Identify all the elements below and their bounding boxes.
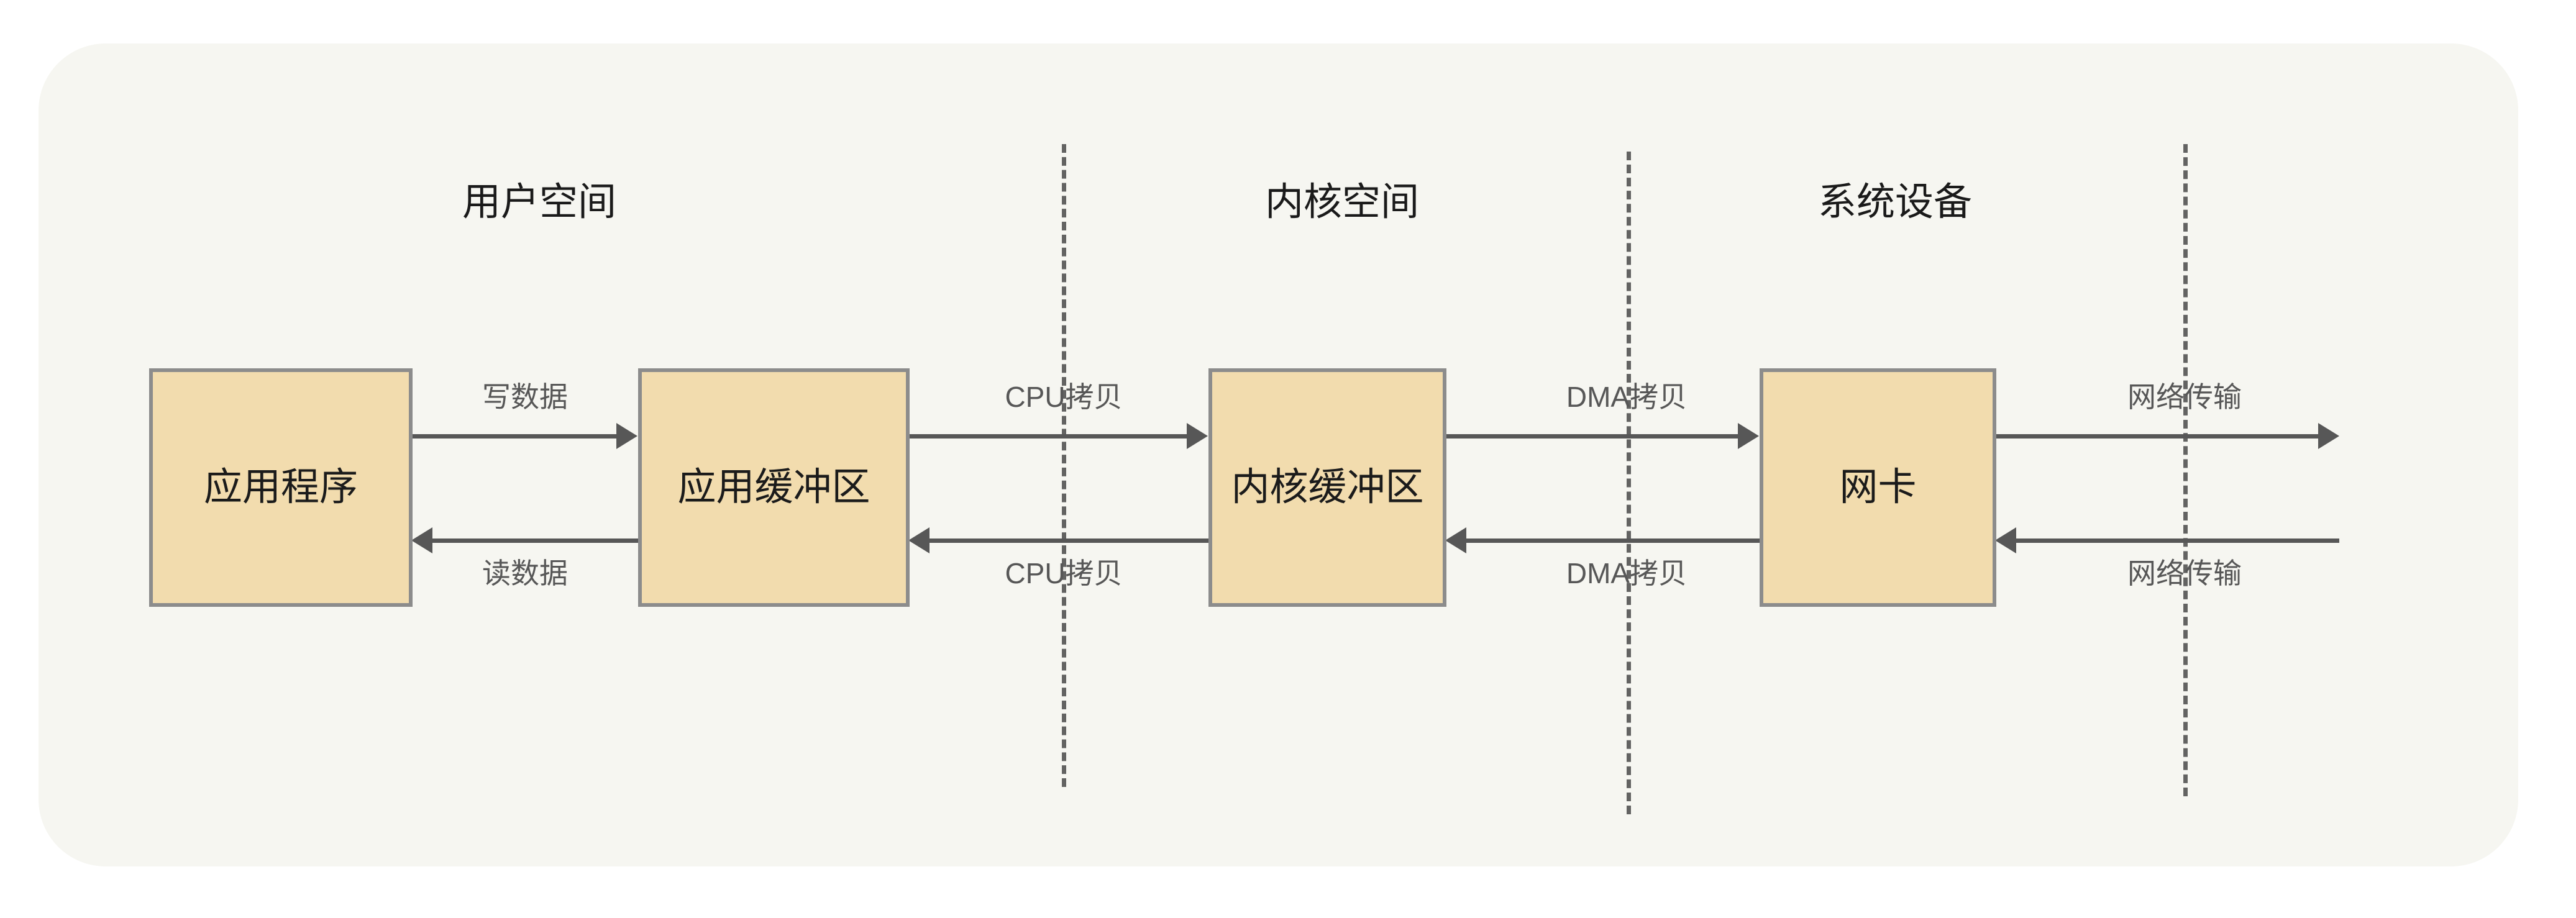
arrowhead-dma-copy-read — [1445, 527, 1466, 553]
arrowhead-read-data — [411, 527, 432, 553]
section-title-kernel-space: 内核空间 — [1264, 181, 1420, 224]
edge-dma-copy-write — [1445, 434, 1738, 439]
node-kernel-buffer[interactable]: 内核缓冲区 — [1208, 368, 1446, 607]
edge-label-network-send: 网络传输 — [2127, 381, 2242, 413]
edge-label-cpu-copy-read: CPU拷贝 — [1005, 557, 1123, 589]
edge-network-receive — [2016, 539, 2339, 543]
node-label-app-program: 应用程序 — [203, 466, 358, 509]
arrowhead-dma-copy-write — [1738, 423, 1759, 449]
edge-read-data — [432, 539, 638, 543]
divider-device-network — [2183, 144, 2188, 796]
edge-network-send — [1995, 434, 2318, 439]
arrowhead-network-send — [2318, 423, 2339, 449]
edge-label-dma-copy-read: DMA拷贝 — [1566, 557, 1688, 589]
edge-label-cpu-copy-write: CPU拷贝 — [1005, 381, 1123, 413]
divider-kernel-device — [1627, 152, 1631, 814]
edge-write-data — [411, 434, 616, 439]
edge-label-network-receive: 网络传输 — [2127, 557, 2242, 589]
node-app-buffer[interactable]: 应用缓冲区 — [638, 368, 910, 607]
node-app-program[interactable]: 应用程序 — [149, 368, 413, 607]
section-title-system-device: 系统设备 — [1817, 181, 1973, 224]
edge-label-write-data: 写数据 — [482, 381, 568, 413]
edge-cpu-copy-write — [908, 434, 1187, 439]
node-label-nic: 网卡 — [1839, 466, 1917, 509]
arrowhead-write-data — [616, 423, 637, 449]
node-nic[interactable]: 网卡 — [1760, 368, 1996, 607]
divider-user-kernel — [1062, 144, 1066, 787]
section-title-user-space: 用户空间 — [462, 181, 617, 224]
node-label-app-buffer: 应用缓冲区 — [677, 466, 870, 509]
edge-cpu-copy-read — [929, 539, 1208, 543]
edge-label-read-data: 读数据 — [482, 557, 568, 589]
arrowhead-cpu-copy-read — [908, 527, 929, 553]
arrowhead-cpu-copy-write — [1187, 423, 1208, 449]
edge-dma-copy-read — [1466, 539, 1760, 543]
node-label-kernel-buffer: 内核缓冲区 — [1231, 466, 1424, 509]
arrowhead-network-receive — [1995, 527, 2016, 553]
edge-label-dma-copy-write: DMA拷贝 — [1566, 381, 1688, 413]
